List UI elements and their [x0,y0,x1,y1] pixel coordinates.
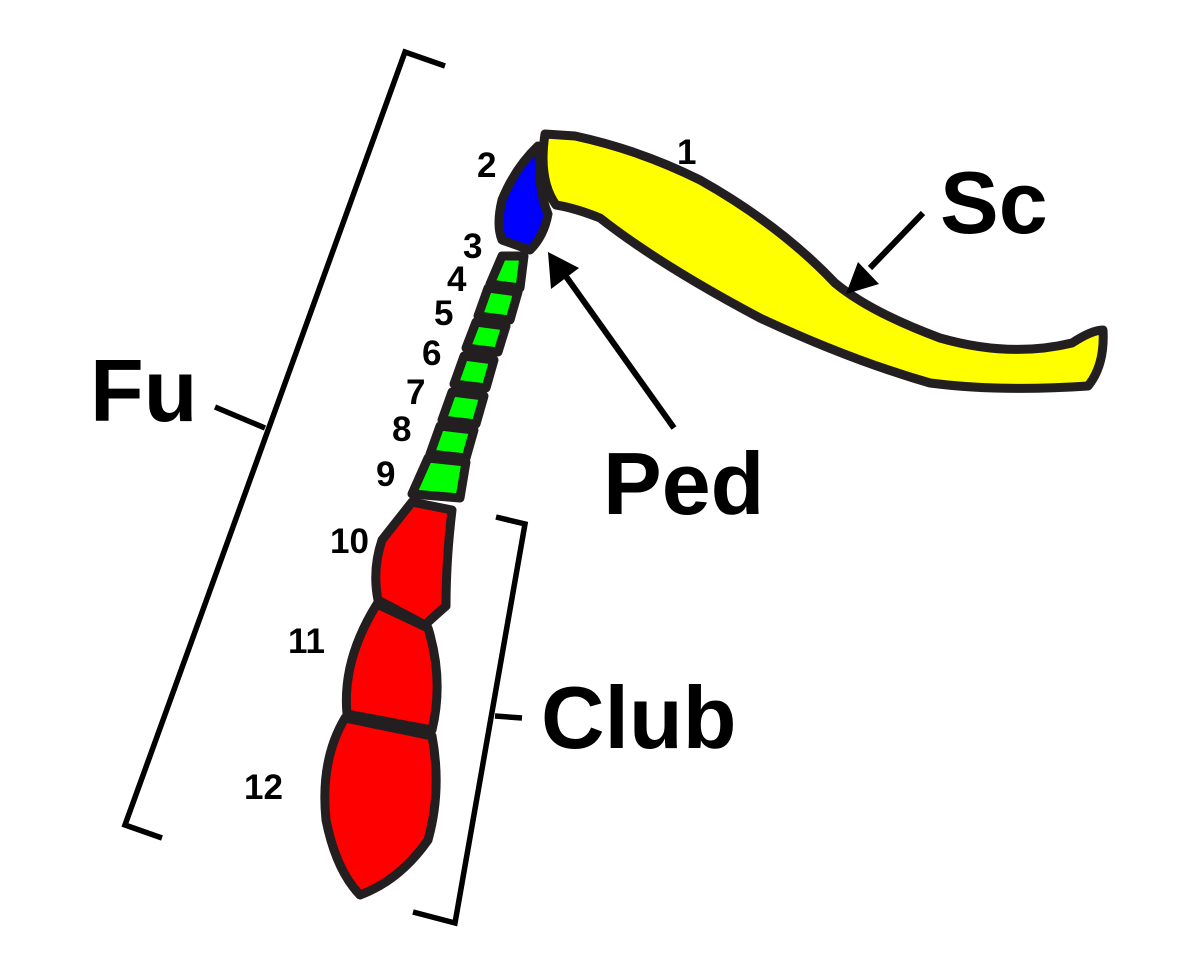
pedicel-arrow-head [548,252,579,289]
club-segment-12 [320,713,441,900]
funicle-segment-5 [461,317,511,357]
pedicel-arrow-shaft [562,273,677,430]
segment-number-10: 10 [330,522,369,561]
segment-number-4: 4 [447,260,467,299]
funicle-segment-8 [425,421,479,463]
club-bracket [412,514,529,927]
label-scape: Sc [940,153,1048,252]
segment-number-5: 5 [434,294,453,333]
label-funicle: Fu [90,341,198,440]
funicle-segment-6 [449,351,499,393]
segment-number-1: 1 [677,133,696,172]
scape-arrow-head [846,262,879,294]
segment-number-8: 8 [392,410,411,449]
segment-number-11: 11 [288,622,325,661]
segment-number-7: 7 [406,373,425,412]
club-segment-11 [341,599,442,735]
club-bracket-leader [494,713,523,721]
funicle-bracket-leader [213,404,267,431]
segment-number-9: 9 [376,455,395,494]
segment-number-6: 6 [422,334,441,373]
funicle-bracket [121,48,446,841]
scape-segment [538,129,1108,393]
funicle-segment-9 [407,453,471,503]
label-club: Club [541,668,737,767]
funicle-segment-3 [485,251,529,293]
funicle-segment-7 [437,387,489,429]
funicle-segment-4 [473,283,523,325]
segment-number-2: 2 [477,146,496,185]
pedicel-segment [494,141,553,255]
label-pedicel: Ped [603,434,764,533]
scape-arrow-shaft [867,210,926,271]
segment-number-12: 12 [244,768,283,807]
segment-number-3: 3 [463,227,482,266]
club-segment-10 [371,497,457,630]
